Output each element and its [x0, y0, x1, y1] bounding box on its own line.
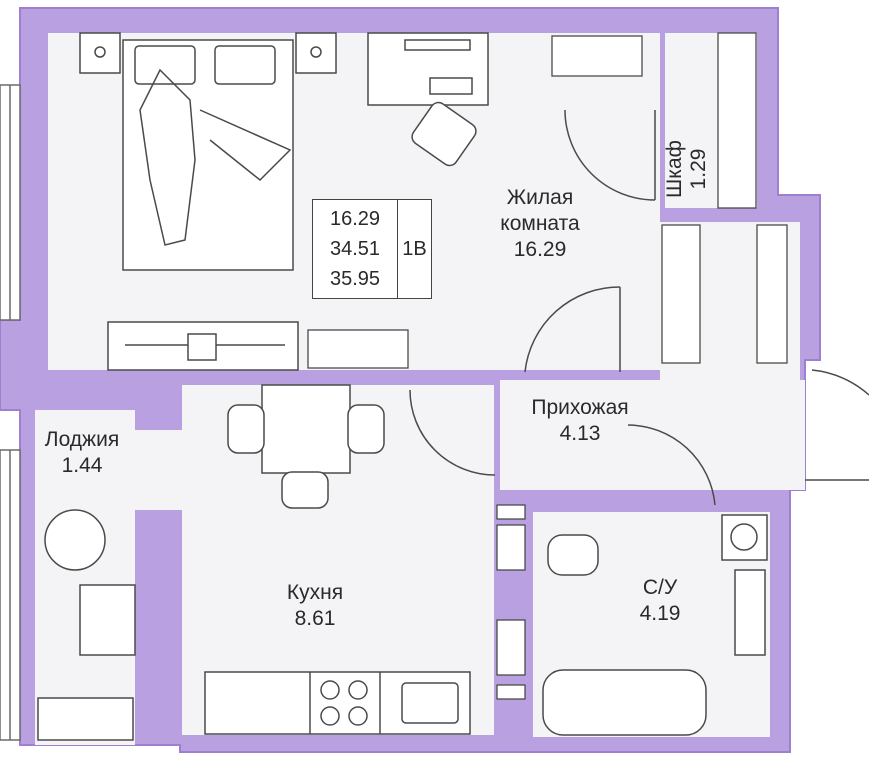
unit-areas: 16.29 34.51 35.95 — [313, 200, 398, 298]
unit-total-area: 34.51 — [329, 237, 381, 260]
unit-info-box: 16.29 34.51 35.95 1В — [312, 199, 432, 299]
kitchen-name: Кухня — [286, 581, 344, 604]
hallway-floor — [500, 380, 805, 490]
desk — [367, 32, 489, 167]
kitchen-area: 8.61 — [294, 607, 336, 630]
bathroom-area: 4.19 — [639, 602, 681, 625]
bathroom-name: С/У — [642, 576, 678, 599]
tv-unit — [107, 321, 299, 371]
hallway-label: Прихожая 4.13 — [505, 395, 655, 447]
loggia-floor — [35, 410, 135, 745]
living-room-area: 16.29 — [513, 238, 567, 261]
hallway-area: 4.13 — [559, 422, 601, 445]
loggia-name: Лоджия — [44, 428, 120, 451]
shelves — [307, 35, 643, 369]
wardrobe-area: 1.29 — [687, 148, 710, 190]
living-window — [0, 84, 21, 321]
bathroom-fixtures — [542, 514, 768, 736]
unit-living-area: 16.29 — [329, 207, 381, 230]
loggia-area: 1.44 — [61, 454, 103, 477]
hallway-doors — [409, 369, 869, 506]
hallway-name: Прихожая — [531, 396, 629, 419]
living-doors — [524, 109, 656, 373]
wardrobe-racks — [661, 32, 788, 364]
unit-type: 1В — [402, 237, 427, 260]
wardrobe-name: Шкаф — [663, 140, 686, 198]
bed — [122, 39, 294, 271]
loggia-window — [0, 449, 21, 741]
kitchen-label: Кухня 8.61 — [265, 580, 365, 632]
loggia-furniture — [37, 509, 136, 741]
loggia-passage — [135, 430, 182, 510]
wardrobe-label: Шкаф 1.29 — [663, 124, 711, 214]
living-room-name-1: Жилая — [506, 186, 574, 209]
kitchen-counter — [204, 671, 471, 735]
loggia-label: Лоджия 1.44 — [32, 427, 132, 479]
dining-set — [227, 384, 385, 509]
bedside-tables — [79, 32, 337, 74]
bathroom-label: С/У 4.19 — [610, 575, 710, 627]
living-room-name-2: комната — [500, 212, 580, 235]
living-room-label: Жилая комната 16.29 — [470, 185, 610, 263]
wall-stubs — [496, 504, 526, 700]
unit-area-with-loggia: 35.95 — [329, 267, 381, 290]
